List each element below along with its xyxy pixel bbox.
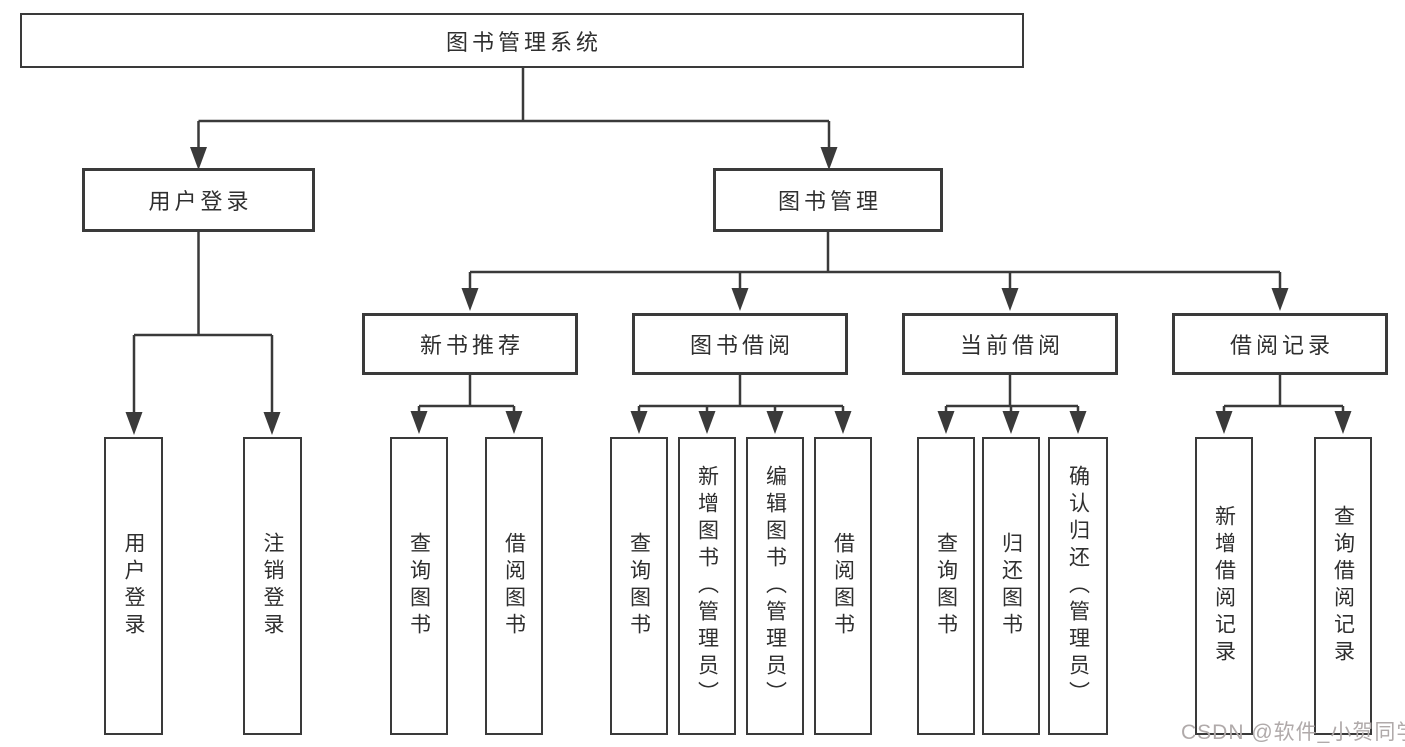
leaf-records-query-record: 查询借阅记录 — [1314, 437, 1372, 735]
leaf-rec-borrow-books: 借阅图书 — [485, 437, 543, 735]
node-library-management-system: 图书管理系统 — [20, 13, 1024, 68]
node-label: 借阅记录 — [1229, 333, 1334, 358]
node-current-borrowing: 当前借阅 — [902, 313, 1118, 375]
node-label: 当前借阅 — [959, 333, 1064, 358]
node-book-borrowing: 图书借阅 — [632, 313, 848, 375]
node-label: 图书借阅 — [689, 333, 794, 358]
node-label: 新书推荐 — [419, 333, 524, 358]
leaf-logout: 注销登录 — [243, 437, 302, 735]
leaf-borrow-query-books: 查询图书 — [610, 437, 668, 735]
node-borrowing-records: 借阅记录 — [1172, 313, 1388, 375]
leaf-borrow-borrow-books: 借阅图书 — [814, 437, 872, 735]
node-label: 用户登录 — [148, 189, 253, 214]
node-book-management: 图书管理 — [713, 168, 943, 232]
leaf-current-confirm-return-admin: 确认归还（管理员） — [1048, 437, 1108, 735]
leaf-records-add-record: 新增借阅记录 — [1195, 437, 1253, 735]
leaf-borrow-edit-book-admin: 编辑图书（管理员） — [746, 437, 804, 735]
csdn-watermark: CSDN @软件_小贺同学 — [1181, 721, 1405, 744]
arrowheads — [125, 147, 1352, 435]
leaf-current-query-books: 查询图书 — [917, 437, 975, 735]
leaf-user-login: 用户登录 — [104, 437, 163, 735]
leaf-borrow-add-book-admin: 新增图书（管理员） — [678, 437, 736, 735]
leaf-rec-query-books: 查询图书 — [390, 437, 448, 735]
node-label: 图书管理系统 — [445, 29, 602, 55]
node-user-login: 用户登录 — [82, 168, 315, 232]
node-label: 图书管理 — [777, 189, 882, 214]
node-new-book-recommendation: 新书推荐 — [362, 313, 578, 375]
leaf-current-return-book: 归还图书 — [982, 437, 1040, 735]
